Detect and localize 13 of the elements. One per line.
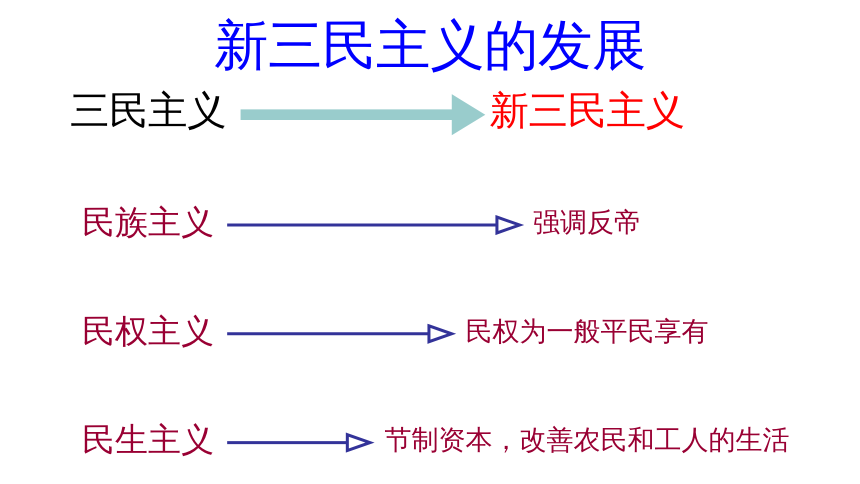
node-text: 民权为一般平民享有: [466, 316, 709, 348]
node-text: 民族主义: [82, 202, 214, 242]
arrow: [227, 214, 524, 236]
diagram-title: 新三民主义的发展: [214, 14, 646, 77]
arrow: [240, 94, 486, 136]
arrow: [227, 324, 456, 344]
arrow: [227, 432, 375, 453]
node-text: 民生主义: [82, 420, 214, 460]
node-text: 三民主义: [70, 89, 226, 134]
node-text: 强调反帝: [533, 208, 642, 239]
node-text: 新三民主义: [490, 89, 685, 134]
node-text: 节制资本，改善农民和工人的生活: [384, 425, 790, 456]
node-text: 民权主义: [82, 311, 214, 350]
